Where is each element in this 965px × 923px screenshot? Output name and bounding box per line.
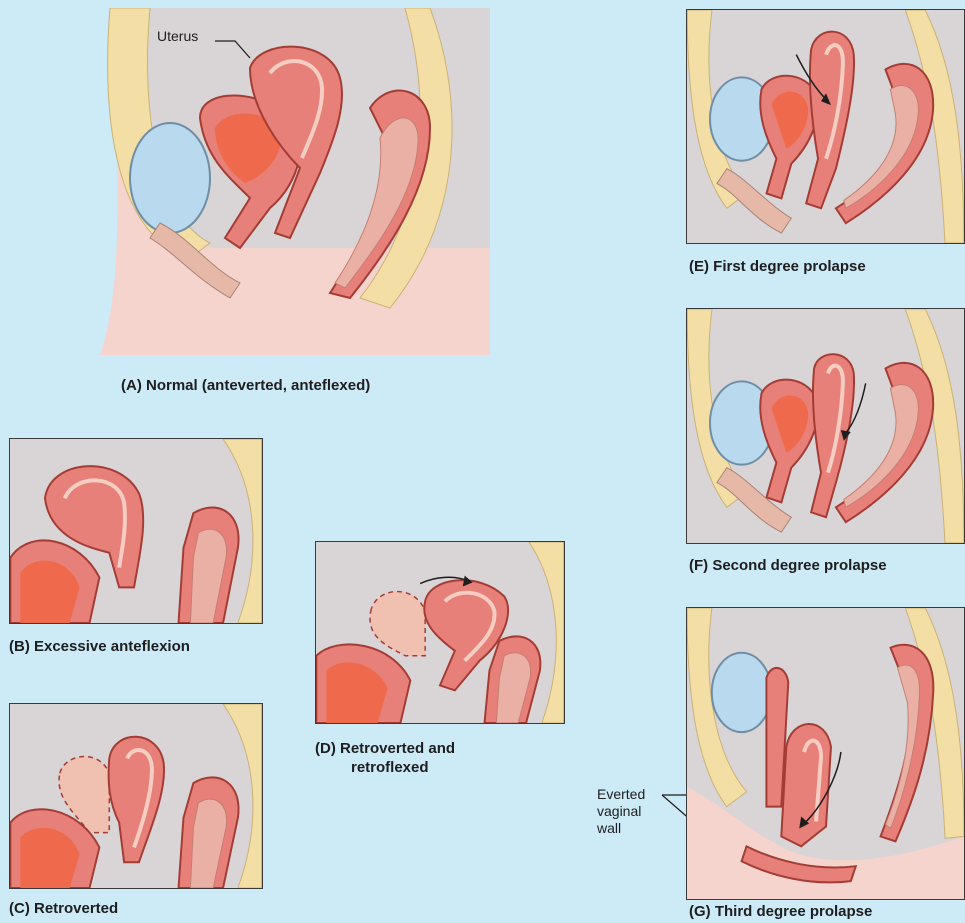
retroverted-diagram <box>10 704 262 888</box>
panel-e-first-degree <box>686 9 965 244</box>
caption-e: (E) First degree prolapse <box>689 258 866 275</box>
everted-vaginal-wall-label: Everted vaginal wall <box>597 786 645 837</box>
first-degree-diagram <box>687 10 964 243</box>
panel-g-third-degree <box>686 607 965 900</box>
anteflexion-diagram <box>10 439 262 623</box>
caption-g: (G) Third degree prolapse <box>689 903 872 920</box>
normal-uterus-diagram <box>90 8 490 355</box>
third-degree-diagram <box>687 608 964 899</box>
panel-f-second-degree <box>686 308 965 544</box>
panel-d-retroverted-retroflexed <box>315 541 565 724</box>
caption-d-line1: (D) Retroverted and <box>315 740 455 757</box>
retroflexed-diagram <box>316 542 564 723</box>
caption-b: (B) Excessive anteflexion <box>9 638 190 655</box>
panel-c-retroverted <box>9 703 263 889</box>
panel-a-normal <box>90 8 490 355</box>
caption-f: (F) Second degree prolapse <box>689 557 887 574</box>
bladder <box>130 123 210 233</box>
caption-a: (A) Normal (anteverted, anteflexed) <box>121 377 370 394</box>
uterus-label: Uterus <box>157 28 198 45</box>
second-degree-diagram <box>687 309 964 543</box>
caption-c: (C) Retroverted <box>9 900 118 917</box>
caption-d-line2: retroflexed <box>351 759 429 776</box>
panel-b-excessive-anteflexion <box>9 438 263 624</box>
